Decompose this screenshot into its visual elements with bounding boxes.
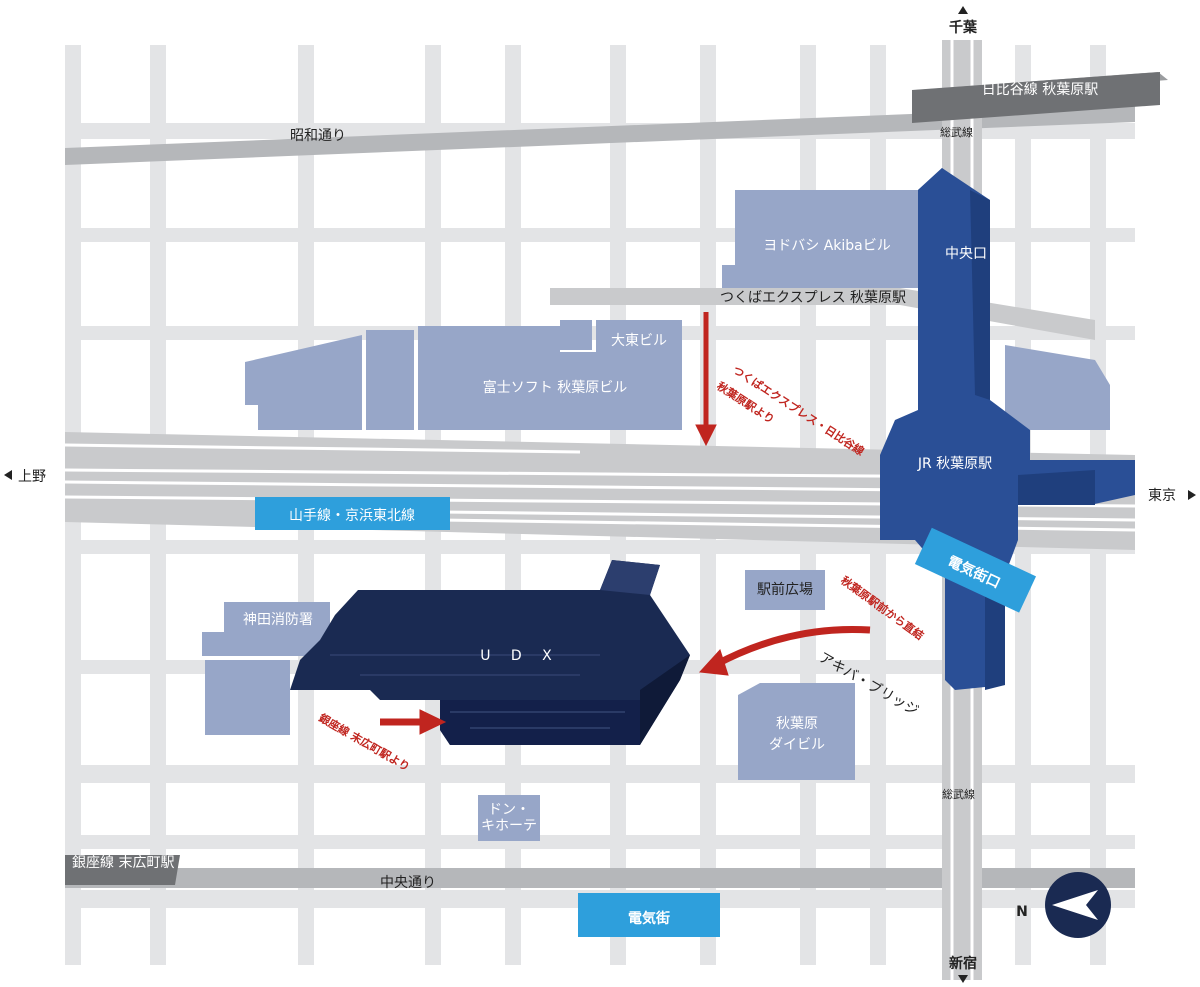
yamanote-line-label: 山手線・京浜東北線	[289, 508, 415, 524]
denki-district-badge	[578, 893, 720, 937]
showa-dori-road	[65, 105, 1135, 165]
yodobashi-building	[722, 190, 918, 288]
compass-letter: N	[1016, 904, 1028, 920]
route-arrows	[380, 312, 871, 735]
buildings	[202, 190, 1110, 841]
west-arrow-marker	[4, 470, 12, 480]
direction-east: 東京	[1148, 488, 1176, 504]
compass	[1045, 872, 1111, 938]
jr-station-label[interactable]: JR 秋葉原駅	[917, 456, 992, 472]
direction-north: 千葉	[949, 19, 978, 36]
chuo-exit-label: 中央口	[945, 246, 987, 262]
yamanote-line-badge	[255, 497, 450, 530]
fujisoft-building	[245, 335, 362, 430]
ekimae-label: 駅前広場	[757, 581, 813, 598]
denki-district-label: 電気街	[628, 910, 670, 927]
ginza-line-box	[65, 855, 180, 885]
udx-label: U D X	[480, 648, 560, 664]
direction-west: 上野	[18, 469, 46, 485]
hibiya-line-box	[912, 72, 1160, 123]
daito-label: 大東ビル	[611, 333, 667, 349]
major-roads	[65, 105, 1135, 888]
south-arrow-marker	[958, 975, 968, 983]
kanda-fire-station	[224, 602, 330, 634]
donki-label-1: ドン・	[488, 802, 530, 818]
chuo-dori-label: 中央通り	[380, 875, 436, 891]
denki-exit-badge[interactable]	[914, 527, 1037, 613]
direction-south: 新宿	[949, 955, 977, 972]
donki-label-2: キホーテ	[481, 818, 537, 834]
daito-building	[596, 320, 682, 362]
direction-markers	[4, 6, 1196, 983]
daibiru-label-1: 秋葉原	[776, 716, 818, 732]
hibiya-line-label: 日比谷線 秋葉原駅	[982, 82, 1098, 98]
kanda-fire-label: 神田消防署	[243, 612, 313, 628]
yodobashi-label: ヨドバシ Akibaビル	[763, 238, 891, 254]
north-arrow-marker	[958, 6, 968, 14]
east-arrow-marker	[1188, 490, 1196, 500]
ekimae-route-arrow	[713, 625, 871, 669]
udx-building[interactable]	[290, 560, 690, 745]
donki-building	[478, 795, 540, 841]
daibiru-building	[738, 683, 855, 780]
ekimae-building	[745, 570, 825, 610]
sobu-line-label-top: 総武線	[940, 125, 973, 139]
fujisoft-label: 富士ソフト 秋葉原ビル	[483, 379, 627, 396]
chuo-dori-road	[65, 868, 1135, 888]
sobu-line-label-bottom: 総武線	[942, 787, 975, 801]
daibiru-label-2: ダイビル	[769, 737, 825, 753]
tsukuba-line-label: つくばエクスプレス 秋葉原駅	[720, 290, 906, 306]
showa-dori-label: 昭和通り	[290, 128, 346, 144]
ginza-line-label: 銀座線 末広町駅	[72, 855, 174, 871]
highlight-badges	[255, 497, 1037, 937]
